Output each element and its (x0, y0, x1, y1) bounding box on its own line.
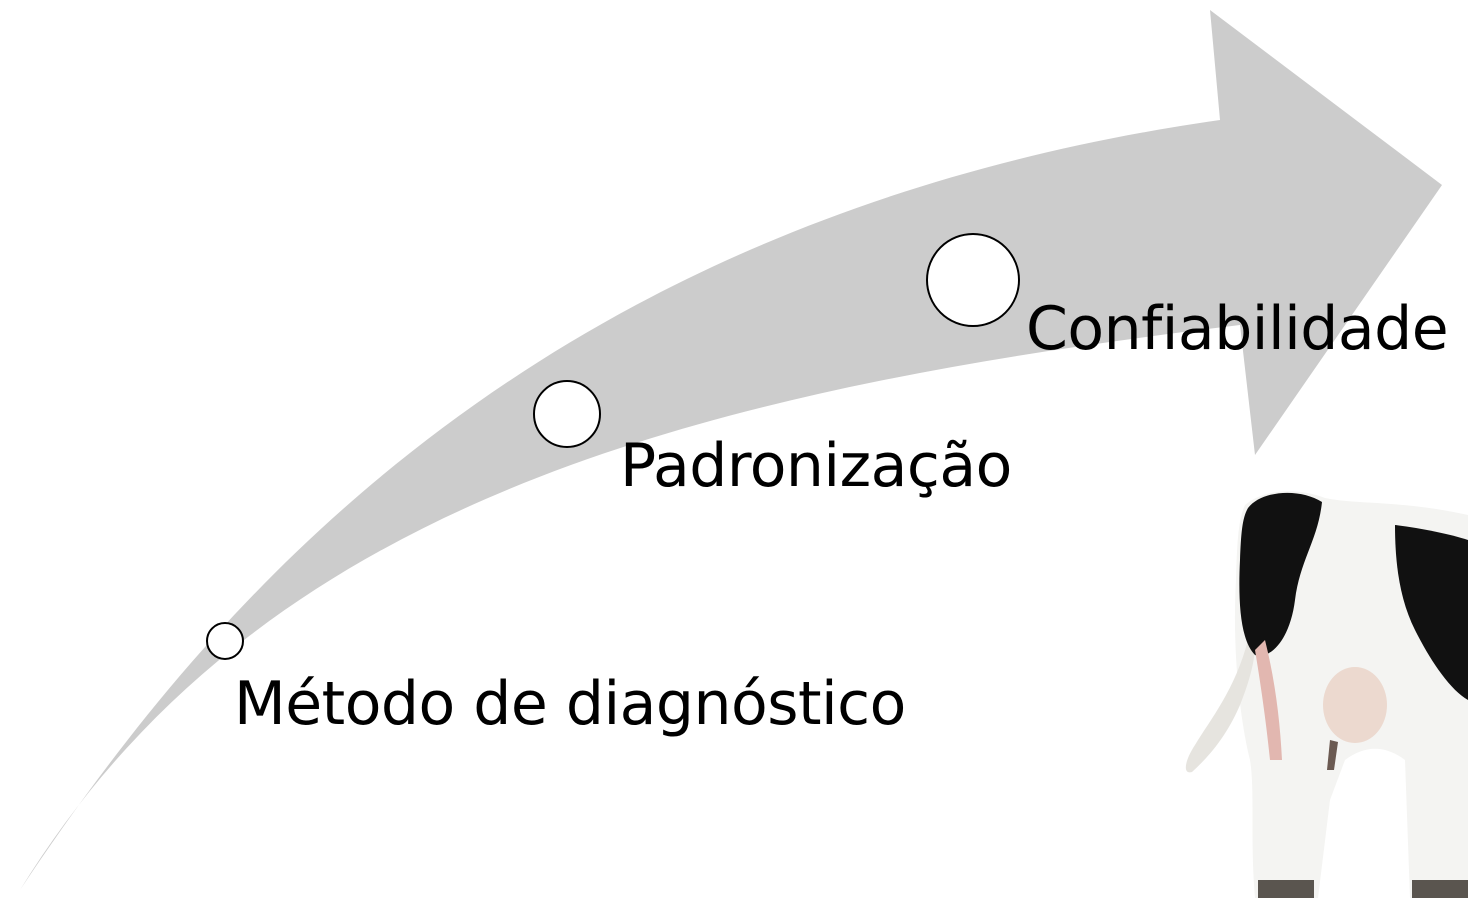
curved-arrow (20, 10, 1442, 890)
step-marker-2 (533, 380, 601, 448)
holstein-cow-icon (1185, 491, 1468, 898)
step-label-standardization: Padronização (620, 431, 1012, 501)
step-label-diagnostic-method: Método de diagnóstico (234, 669, 906, 739)
step-marker-1 (206, 622, 244, 660)
step-label-reliability: Confiabilidade (1026, 294, 1449, 364)
step-marker-3 (926, 233, 1020, 327)
